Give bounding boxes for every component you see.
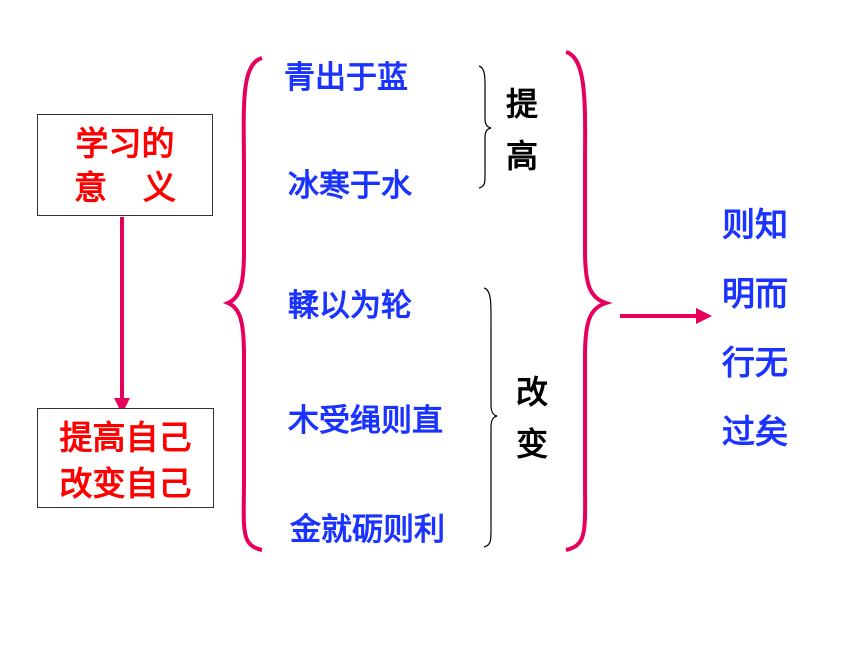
conclusion-line-3: 行无 <box>722 343 788 382</box>
conclusion-text: 则知 明而 行无 过矣 <box>722 190 788 466</box>
phrase-5: 金就砺则利 <box>290 512 445 548</box>
change-label-char-1: 改 <box>515 373 548 411</box>
phrase-3: 輮以为轮 <box>288 288 412 324</box>
improve-label-char-2: 高 <box>505 137 538 175</box>
conclusion-line-1: 则知 <box>722 205 788 244</box>
phrase-2: 冰寒于水 <box>288 168 412 204</box>
conclusion-line-2: 明而 <box>722 274 788 313</box>
change-group-label: 改 变 <box>512 366 552 470</box>
change-group-brace <box>483 287 498 548</box>
right-big-brace <box>565 50 613 552</box>
improve-label-char-1: 提 <box>505 85 538 123</box>
meaning-box-line1: 学习的 <box>75 124 175 163</box>
change-label-char-2: 变 <box>515 425 548 463</box>
improve-self-box: 提高自己 改变自己 <box>37 408 214 508</box>
right-arrow <box>620 308 712 324</box>
left-big-brace <box>222 56 263 552</box>
phrase-1: 青出于蓝 <box>284 60 408 96</box>
meaning-box-line2: 意义 <box>74 168 212 207</box>
improve-box-line1: 提高自己 <box>59 418 192 457</box>
meaning-of-learning-box: 学习的 意义 <box>37 114 213 216</box>
conclusion-line-4: 过矣 <box>722 412 788 451</box>
down-arrow <box>114 217 130 414</box>
improve-box-line2: 改变自己 <box>59 464 192 503</box>
improve-group-label: 提 高 <box>502 78 542 182</box>
improve-group-brace <box>478 65 492 189</box>
phrase-4: 木受绳则直 <box>288 403 443 439</box>
